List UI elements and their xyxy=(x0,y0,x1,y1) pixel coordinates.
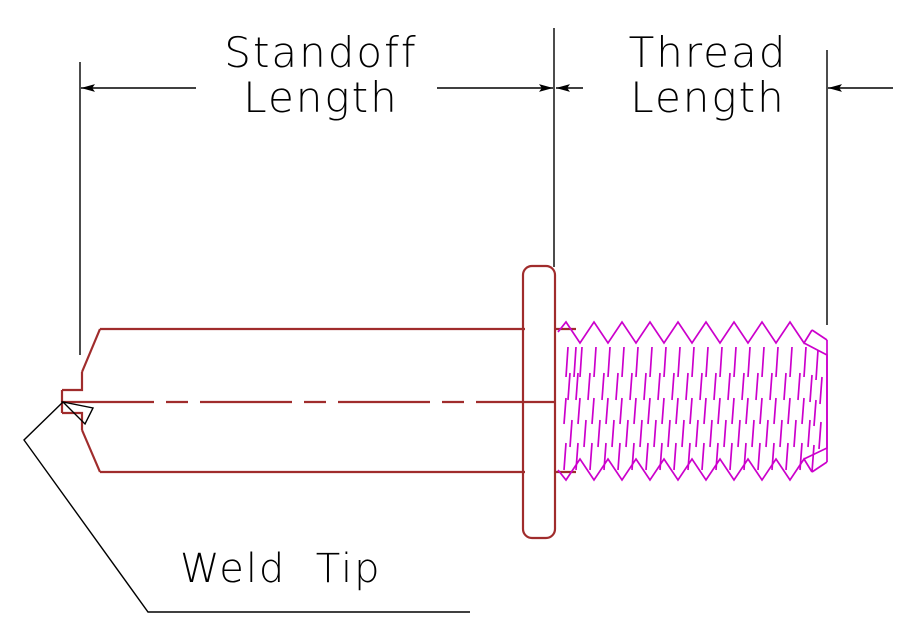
thread-end-top-edge xyxy=(811,329,828,341)
weld-tip-nub xyxy=(62,372,84,392)
weld-tip-leader xyxy=(23,400,470,613)
weld-tip-leader-path xyxy=(23,401,470,613)
thread-label-line1: Thread xyxy=(628,28,788,77)
thread-label-line2: Length xyxy=(630,73,786,123)
body-chamfer-top xyxy=(80,328,102,373)
standoff-label-line1: Standoff xyxy=(224,28,418,77)
thread-crest-bottom xyxy=(557,457,813,482)
thread-hatch-lines xyxy=(563,346,823,473)
weld-tip-label: Weld Tip xyxy=(180,546,382,592)
thread-end-bottom-edge xyxy=(811,461,828,473)
standoff-label-line2: Length xyxy=(243,73,399,123)
weld-tip-nub-lower xyxy=(62,411,84,430)
arrow-open-icon xyxy=(60,400,95,426)
thread-crest-top xyxy=(557,320,813,345)
body-chamfer-bottom xyxy=(80,429,102,473)
